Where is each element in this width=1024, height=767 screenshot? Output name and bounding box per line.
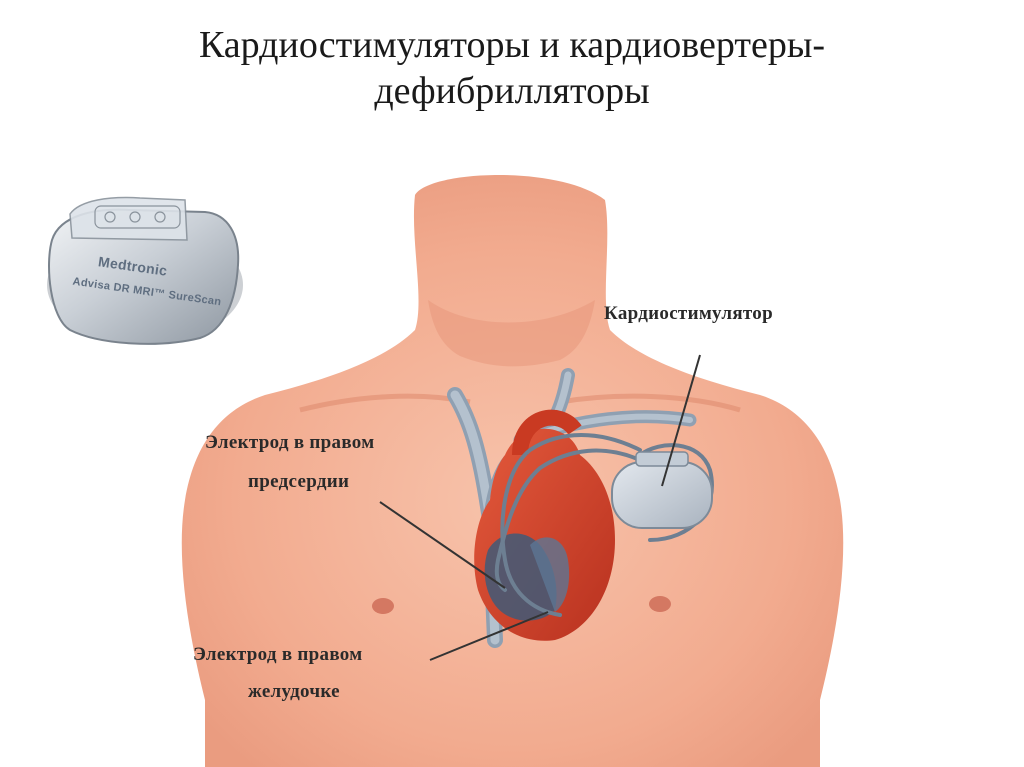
device-photo bbox=[47, 196, 243, 345]
slide-title: Кардиостимуляторы и кардиовертеры- дефиб… bbox=[0, 22, 1024, 114]
label-pacemaker: Кардиостимулятор bbox=[604, 303, 773, 324]
pacemaker-leads bbox=[494, 433, 714, 617]
label-ventricle-line-2: желудочке bbox=[248, 681, 340, 702]
implanted-pacemaker bbox=[611, 451, 713, 529]
label-ventricle-line-1: Электрод в правом bbox=[193, 644, 363, 665]
label-atrium-line-1: Электрод в правом bbox=[205, 432, 375, 453]
pacemaker-pointer bbox=[661, 354, 701, 487]
title-line-1: Кардиостимуляторы и кардиовертеры- bbox=[198, 24, 826, 66]
title-line-2: дефибрилляторы bbox=[374, 70, 650, 112]
label-atrium-line-2: предсердии bbox=[248, 471, 350, 492]
ventricle-pointer bbox=[429, 611, 549, 661]
label-pointers bbox=[379, 354, 701, 661]
atrium-pointer bbox=[379, 501, 506, 589]
